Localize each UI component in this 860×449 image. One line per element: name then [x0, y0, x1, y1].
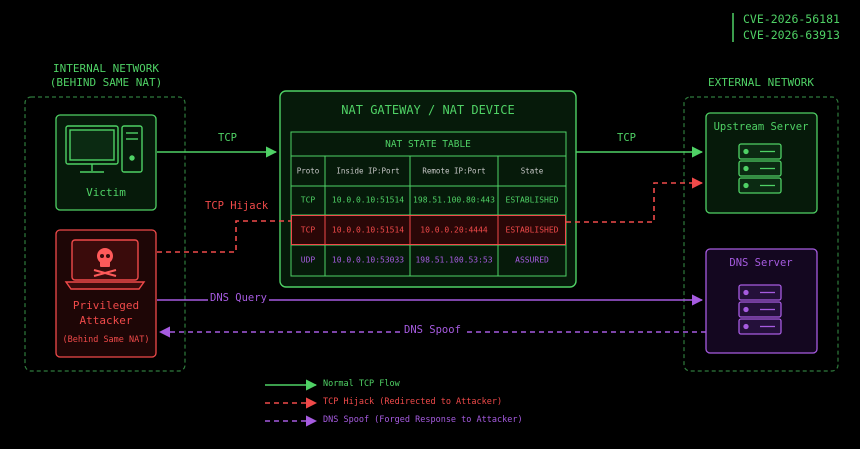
hijack-row-highlight: [291, 215, 566, 245]
table-row-2-state: ESTABLISHED: [505, 225, 559, 235]
table-row-2-inside: 10.0.0.10:51514: [331, 225, 405, 235]
table-row-2-remote: 10.0.0.20:4444: [420, 225, 488, 235]
table-row-2-proto: TCP: [300, 225, 316, 235]
nat-gateway-title: NAT GATEWAY / NAT DEVICE: [341, 103, 515, 117]
table-header-remote: Remote IP:Port: [422, 166, 486, 176]
table-row-3-proto: UDP: [300, 255, 316, 265]
table-row-3-remote: 198.51.100.53:53: [415, 255, 493, 265]
tcp-hijack-path-right: [566, 177, 704, 223]
internal-network-zone: [24, 96, 186, 372]
table-row-1-remote: 198.51.100.80:443: [413, 195, 495, 205]
table-row-1-inside: 10.0.0.10:51514: [331, 195, 405, 205]
internal-network-title: INTERNAL NETWORK (BEHIND SAME NAT): [50, 62, 163, 90]
table-row-3-state: ASSURED: [515, 255, 549, 265]
attacker-label-line2: Attacker: [79, 314, 133, 327]
victim-label: Victim: [86, 186, 126, 199]
tcp-in-label: TCP: [218, 132, 237, 144]
table-row-1-proto: TCP: [300, 195, 316, 205]
nat-table-title: NAT STATE TABLE: [385, 139, 471, 150]
attacker-label: Privileged Attacker: [73, 298, 139, 328]
external-network-zone: [683, 96, 839, 372]
legend-spoof-label: DNS Spoof (Forged Response to Attacker): [323, 415, 523, 425]
legend-hijack-label: TCP Hijack (Redirected to Attacker): [323, 397, 503, 407]
tcp-hijack-path-left: [157, 220, 291, 253]
laptop-skull-icon: [64, 239, 146, 290]
table-header-proto: Proto: [296, 166, 320, 176]
dns-server-label: DNS Server: [729, 257, 793, 269]
external-network-title: EXTERNAL NETWORK: [708, 76, 814, 89]
dns-server-icon: [738, 284, 782, 335]
server-icon: [738, 143, 782, 194]
cve-id-1: CVE-2026-56181: [743, 12, 840, 26]
table-header-inside: Inside IP:Port: [336, 166, 400, 176]
dns-spoof-label: DNS Spoof: [401, 324, 464, 336]
table-header-state: State: [520, 166, 544, 176]
dns-server-node: [705, 248, 818, 354]
table-row-1-state: ESTABLISHED: [505, 195, 559, 205]
tcp-hijack-label: TCP Hijack: [205, 200, 269, 212]
internal-title-line2: (BEHIND SAME NAT): [49, 76, 163, 89]
dns-query-label: DNS Query: [208, 292, 269, 304]
attacker-label-line1: Privileged: [72, 299, 140, 312]
computer-icon: [65, 125, 143, 173]
internal-title-line1: INTERNAL NETWORK: [53, 62, 159, 75]
attacker-note: (Behind Same NAT): [62, 335, 150, 345]
tcp-out-label: TCP: [617, 132, 636, 144]
table-row-3-inside: 10.0.0.10:53033: [331, 255, 405, 265]
cve-id-2: CVE-2026-63913: [743, 28, 840, 42]
legend-normal-label: Normal TCP Flow: [323, 379, 400, 389]
upstream-server-label: Upstream Server: [713, 121, 809, 133]
